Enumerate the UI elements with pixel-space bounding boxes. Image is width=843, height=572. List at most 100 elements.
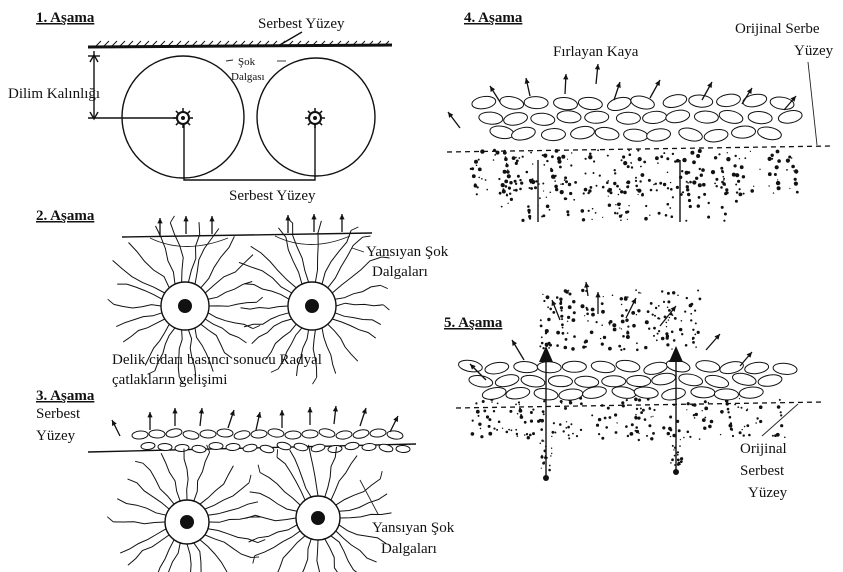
rock-particle bbox=[548, 347, 550, 349]
rock-particle bbox=[670, 436, 671, 437]
rock-particle bbox=[732, 173, 736, 177]
radial-crack bbox=[194, 543, 204, 572]
rock-particle bbox=[774, 173, 777, 176]
rock-particle bbox=[604, 417, 607, 420]
rock-particle bbox=[556, 296, 559, 299]
rock-particle bbox=[694, 417, 696, 419]
rock-particle bbox=[720, 186, 723, 189]
rock-particle bbox=[692, 341, 695, 344]
rock-particle bbox=[474, 160, 478, 164]
rock-particle bbox=[551, 453, 552, 454]
rock-particle bbox=[605, 426, 608, 429]
rock-particle bbox=[734, 404, 736, 406]
rock-fragment bbox=[362, 443, 376, 451]
rock-particle bbox=[777, 159, 781, 163]
rock-particle bbox=[686, 188, 689, 191]
rock-fragment bbox=[703, 128, 729, 144]
rock-particle bbox=[627, 185, 629, 187]
rock-particle bbox=[616, 185, 619, 188]
rock-particle bbox=[689, 205, 692, 208]
rock-particle bbox=[530, 152, 532, 154]
flying-rock-arrow bbox=[552, 300, 560, 320]
rock-particle bbox=[743, 434, 745, 436]
flying-rock-arrow bbox=[563, 74, 568, 94]
rock-particle bbox=[556, 331, 560, 335]
rock-fragment bbox=[285, 431, 301, 440]
rock-particle bbox=[768, 185, 769, 186]
rock-particle bbox=[512, 156, 516, 160]
flying-rock-arrow bbox=[525, 78, 530, 96]
rock-particle bbox=[674, 317, 677, 320]
rock-particle bbox=[580, 402, 583, 405]
rock-particle bbox=[526, 171, 529, 174]
rock-particle bbox=[759, 420, 762, 423]
rock-particle bbox=[676, 159, 680, 163]
rock-particle bbox=[529, 187, 531, 189]
rock-particle bbox=[692, 405, 694, 407]
rock-particle bbox=[565, 180, 568, 183]
rock-particle bbox=[532, 432, 535, 435]
rock-particle bbox=[556, 344, 559, 347]
rock-particle bbox=[497, 403, 499, 405]
radial-crack bbox=[200, 540, 230, 572]
rock-particle bbox=[528, 211, 531, 214]
rock-particle bbox=[591, 219, 592, 220]
crack-branch bbox=[253, 325, 260, 328]
crack-branch bbox=[383, 305, 389, 310]
rock-particle bbox=[723, 176, 725, 178]
rock-fragment bbox=[386, 430, 403, 440]
rock-fragment bbox=[276, 441, 291, 451]
radial-crack bbox=[340, 513, 392, 518]
rock-particle bbox=[788, 156, 791, 159]
rock-fragment bbox=[200, 430, 216, 438]
rock-particle bbox=[699, 438, 701, 440]
rock-particle bbox=[780, 414, 782, 416]
rock-fragment bbox=[251, 429, 268, 438]
rock-particle bbox=[721, 181, 724, 184]
rock-particle bbox=[545, 332, 547, 334]
rock-particle bbox=[644, 346, 647, 349]
rock-fragment bbox=[242, 443, 257, 453]
rock-particle bbox=[600, 338, 601, 339]
rock-particle bbox=[601, 310, 605, 314]
rock-fragment bbox=[513, 361, 538, 374]
rock-particle bbox=[686, 185, 689, 188]
radial-crack bbox=[331, 456, 357, 501]
rock-particle bbox=[548, 319, 550, 321]
rock-particle bbox=[635, 430, 637, 432]
rock-particle bbox=[750, 189, 754, 193]
rock-fragment bbox=[744, 361, 769, 375]
rock-particle bbox=[741, 407, 743, 409]
stage-1-shock-label-2: Dalgası bbox=[231, 71, 265, 83]
rock-particle bbox=[636, 408, 638, 410]
rock-particle bbox=[756, 417, 758, 419]
rock-fragment bbox=[468, 374, 494, 389]
rock-particle bbox=[718, 153, 720, 155]
rock-fragment bbox=[594, 126, 620, 142]
rock-particle bbox=[584, 340, 588, 344]
rock-particle bbox=[573, 311, 576, 314]
rock-particle bbox=[653, 409, 655, 411]
rock-particle bbox=[560, 301, 562, 303]
rock-particle bbox=[659, 318, 661, 320]
rock-fragment bbox=[748, 111, 773, 125]
rock-particle bbox=[653, 327, 656, 330]
rock-particle bbox=[645, 320, 649, 324]
rock-particle bbox=[613, 328, 617, 332]
stage-1-shock-label-1: Şok bbox=[238, 56, 256, 68]
rock-particle bbox=[701, 168, 705, 172]
rock-particle bbox=[472, 174, 476, 178]
rock-particle bbox=[680, 457, 683, 460]
rock-particle bbox=[674, 455, 676, 457]
rock-particle bbox=[524, 434, 526, 436]
radial-crack bbox=[250, 492, 297, 511]
rock-particle bbox=[672, 314, 674, 316]
rock-particle bbox=[644, 418, 647, 421]
rock-fragment bbox=[209, 442, 223, 449]
rock-particle bbox=[640, 292, 641, 293]
rock-particle bbox=[727, 152, 728, 153]
rock-fragment bbox=[627, 375, 651, 386]
rock-particle bbox=[506, 431, 509, 434]
rock-particle bbox=[620, 190, 623, 193]
rock-particle bbox=[629, 153, 632, 156]
